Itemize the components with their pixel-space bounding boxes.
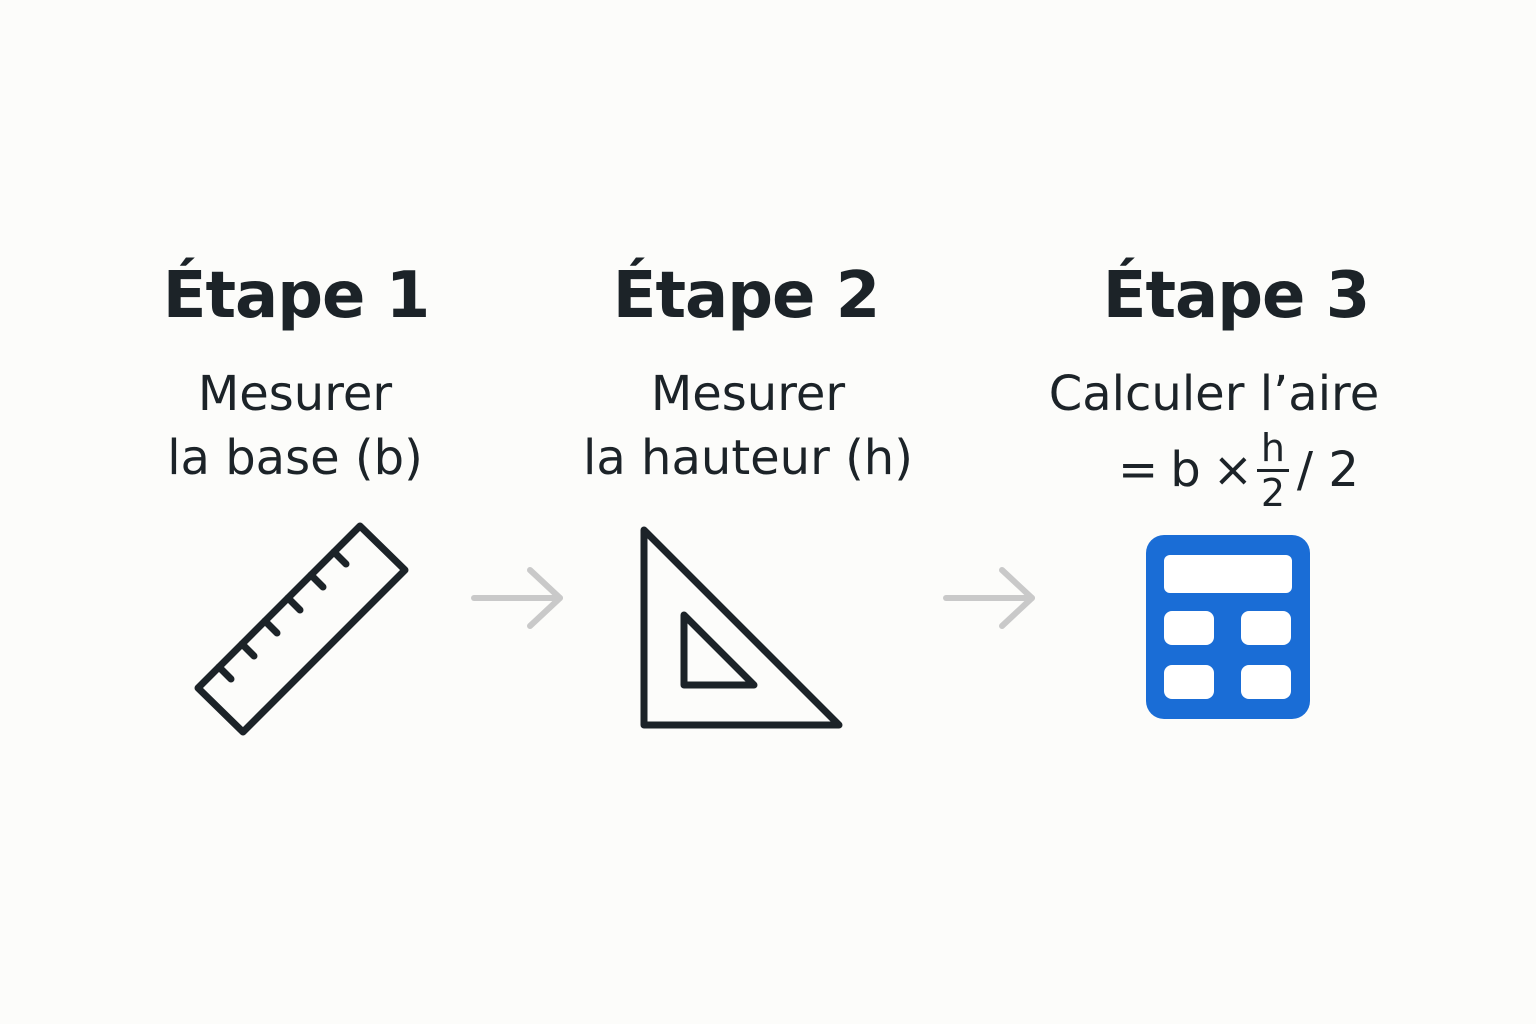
step-1-description-line-1: Mesurer — [197, 366, 393, 422]
arrow-right-icon — [943, 567, 1035, 629]
step-2-description-line-2: la hauteur (h) — [583, 430, 913, 486]
ruler-icon — [194, 522, 409, 736]
calculator-icon — [1146, 535, 1310, 719]
set-square-icon — [640, 526, 843, 729]
formula-base: b — [1170, 442, 1201, 498]
area-formula: = b × h 2 / 2 — [1118, 428, 1359, 512]
step-2-description-line-1: Mesurer — [650, 366, 846, 422]
step-1-description-line-2: la base (b) — [167, 430, 423, 486]
step-2-title: Étape 2 — [612, 259, 881, 333]
step-3-description-line-1: Calculer l’aire — [1048, 366, 1380, 422]
formula-times: × — [1212, 442, 1253, 498]
step-2-description: Mesurer la hauteur (h) — [583, 362, 913, 490]
step-3-title: Étape 3 — [1102, 259, 1371, 333]
formula-fraction-numerator: h — [1260, 425, 1285, 470]
arrow-right-icon — [471, 567, 563, 629]
formula-fraction-denominator: 2 — [1260, 470, 1285, 515]
formula-divide: / 2 — [1296, 442, 1359, 498]
formula-fraction: h 2 — [1256, 425, 1289, 515]
step-1-title: Étape 1 — [162, 259, 431, 333]
step-3-description: Calculer l’aire — [1049, 362, 1380, 426]
formula-fraction-bar — [1256, 468, 1289, 472]
formula-equals: = — [1118, 442, 1159, 498]
step-1-description: Mesurer la base (b) — [167, 362, 423, 490]
